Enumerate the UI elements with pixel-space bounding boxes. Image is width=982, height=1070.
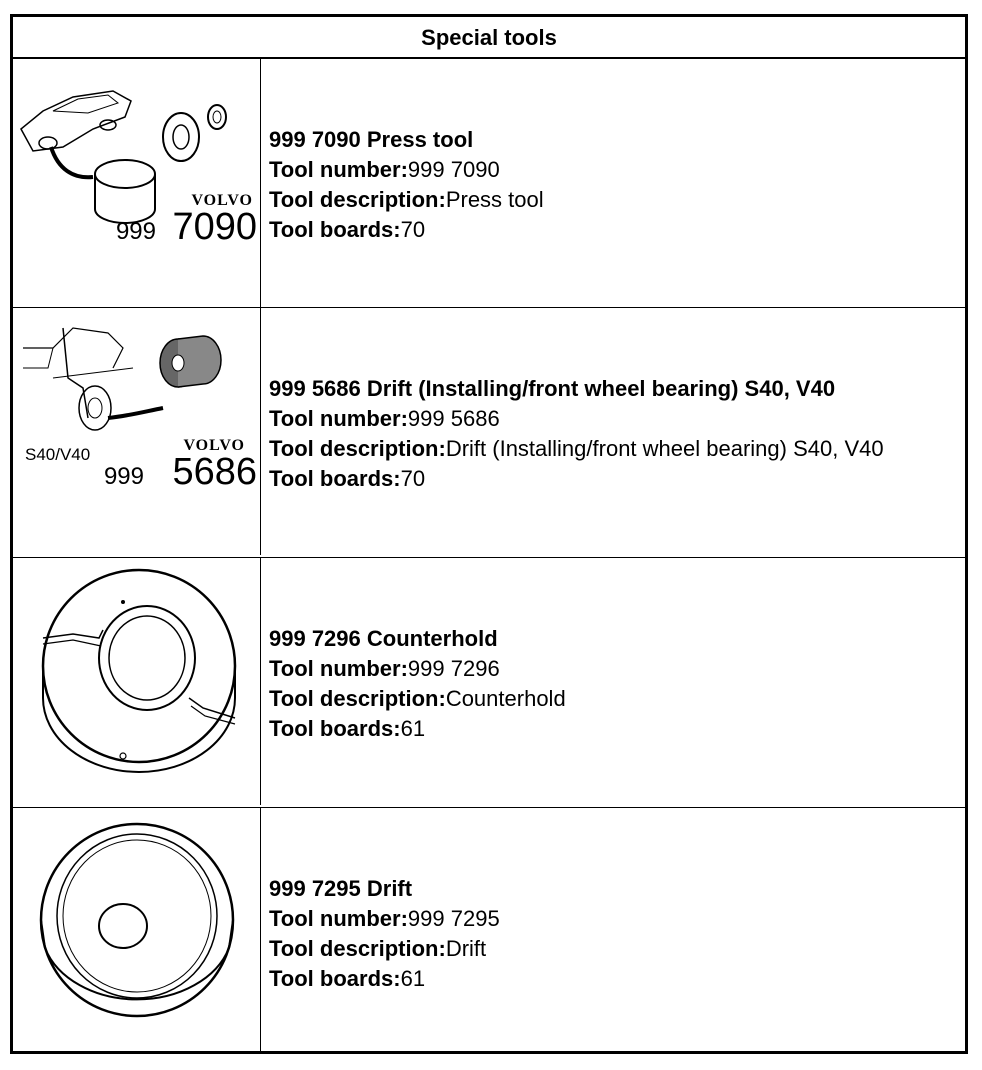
img-tool-code: 5686: [172, 451, 257, 493]
tool-number-value: 999 7295: [407, 906, 500, 931]
tool-info: 999 7296 Counterhold Tool number:999 729…: [269, 624, 566, 744]
tool-info: 999 7090 Press tool Tool number:999 7090…: [269, 125, 544, 245]
img-tool-prefix: 999: [116, 218, 156, 245]
tool-image-cell: [13, 558, 261, 805]
tool-image-cell: [13, 808, 261, 1051]
counterhold-illustration: [41, 568, 237, 773]
tool-info: 999 5686 Drift (Installing/front wheel b…: [269, 374, 884, 494]
tool-boards-label: Tool boards:: [269, 716, 401, 741]
tool-row-7295: 999 7295 Drift Tool number:999 7295 Tool…: [13, 807, 965, 1051]
tool-description-label: Tool description:: [269, 436, 446, 461]
drift-illustration: [39, 822, 235, 1018]
tool-title: 999 5686 Drift (Installing/front wheel b…: [269, 376, 836, 401]
tool-number-label: Tool number:: [269, 656, 408, 681]
tool-boards-value: 61: [400, 716, 426, 741]
tool-description-value: Counterhold: [445, 686, 566, 711]
tool-description-label: Tool description:: [269, 686, 446, 711]
tool-image-cell: VOLVO 999 7090: [13, 59, 261, 307]
table-header: Special tools: [13, 17, 965, 59]
tool-image-cell: S40/V40 VOLVO 999 5686: [13, 308, 261, 555]
tool-boards-value: 61: [400, 966, 426, 991]
tool-row-5686: S40/V40 VOLVO 999 5686 999 5686 Drift (I…: [13, 307, 965, 555]
tool-title: 999 7295 Drift: [269, 876, 413, 901]
tool-description-value: Press tool: [445, 187, 544, 212]
special-tools-table: Special tools VOLVO 999: [10, 14, 968, 1054]
tool-number-label: Tool number:: [269, 406, 408, 431]
tool-boards-value: 70: [400, 217, 426, 242]
tool-description-label: Tool description:: [269, 187, 446, 212]
volvo-brand-text: VOLVO: [191, 192, 253, 209]
tool-title: 999 7090 Press tool: [269, 127, 474, 152]
tool-boards-label: Tool boards:: [269, 217, 401, 242]
tool-description-label: Tool description:: [269, 936, 446, 961]
press-tool-illustration: VOLVO 999 7090: [20, 90, 257, 248]
tool-info: 999 7295 Drift Tool number:999 7295 Tool…: [269, 874, 500, 994]
tool-description-value: Drift (Installing/front wheel bearing) S…: [445, 436, 884, 461]
volvo-brand-text: VOLVO: [183, 437, 245, 454]
tool-number-label: Tool number:: [269, 157, 408, 182]
tool-number-value: 999 7296: [407, 656, 500, 681]
drift-installing-illustration: S40/V40 VOLVO 999 5686: [23, 327, 257, 493]
img-tool-prefix: 999: [104, 463, 144, 490]
tool-row-7090: VOLVO 999 7090 999 7090 Press tool Tool …: [13, 59, 965, 307]
tool-boards-label: Tool boards:: [269, 466, 401, 491]
tool-description-value: Drift: [445, 936, 487, 961]
tool-number-value: 999 5686: [407, 406, 500, 431]
tool-row-7296: 999 7296 Counterhold Tool number:999 729…: [13, 557, 965, 805]
tool-number-label: Tool number:: [269, 906, 408, 931]
tool-number-value: 999 7090: [407, 157, 500, 182]
img-model-text: S40/V40: [25, 445, 90, 464]
tool-boards-value: 70: [400, 466, 426, 491]
tool-title: 999 7296 Counterhold: [269, 626, 498, 651]
img-tool-code: 7090: [172, 206, 257, 248]
tool-boards-label: Tool boards:: [269, 966, 401, 991]
